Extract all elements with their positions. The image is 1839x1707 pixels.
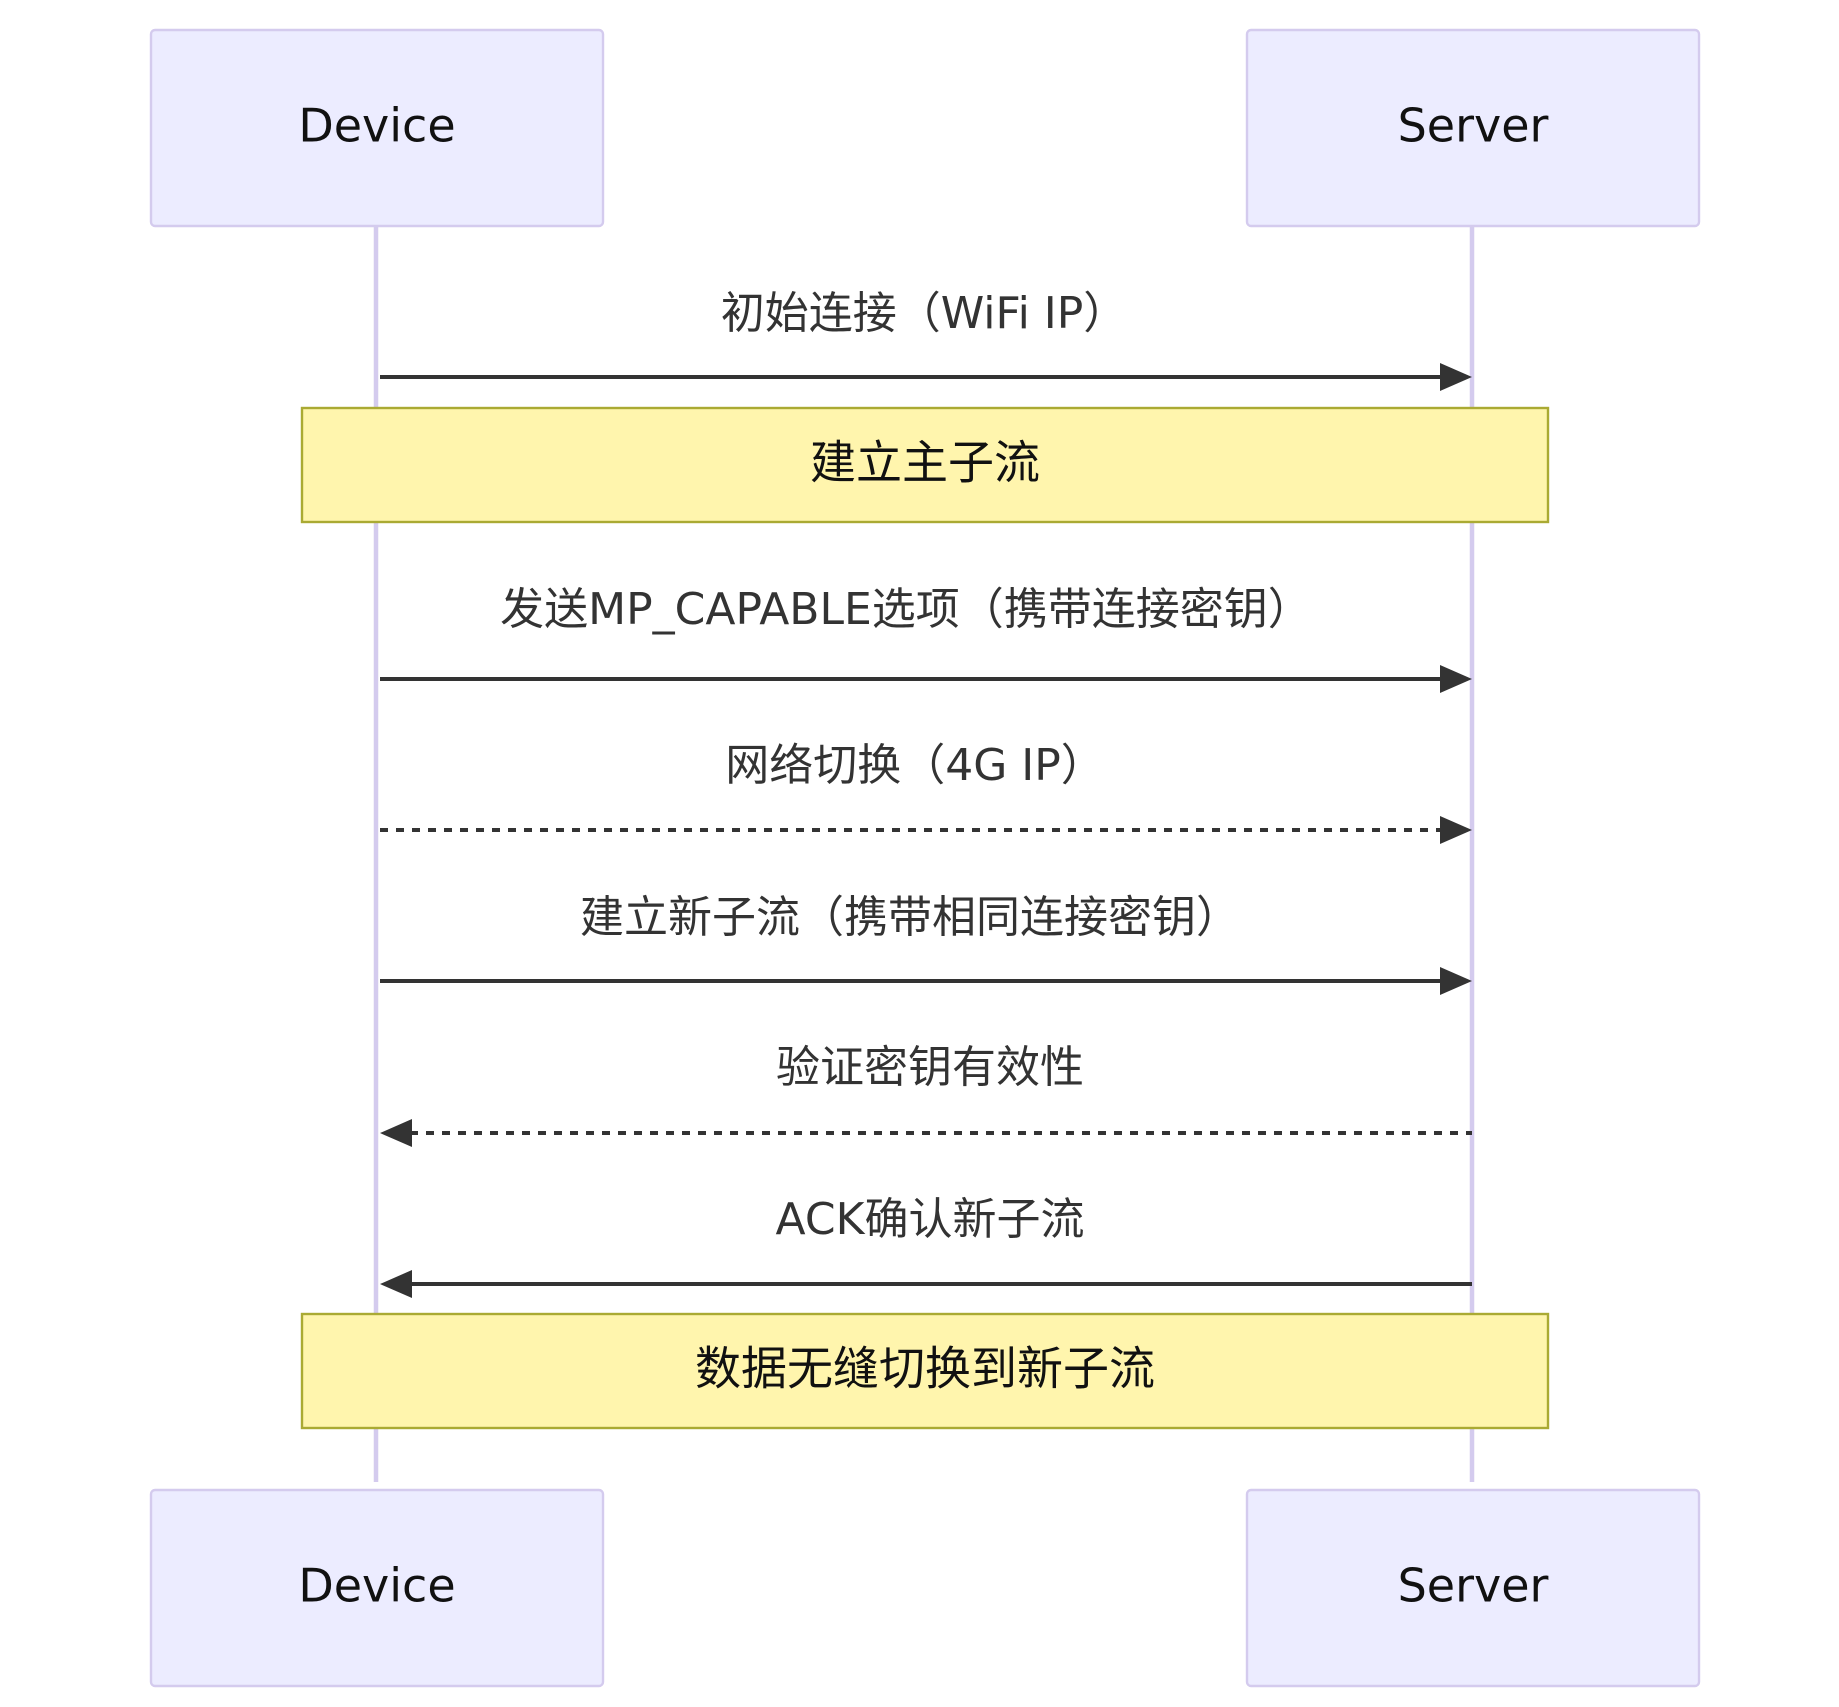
note-main-subflow-label: 建立主子流	[810, 436, 1040, 490]
message-initial-connection-label: 初始连接（WiFi IP）	[721, 288, 1128, 339]
note-seamless-switch: 数据无缝切换到新子流	[300, 1312, 1550, 1430]
arrow-right-icon	[1440, 363, 1472, 391]
server-actor-bottom-label: Server	[1398, 1559, 1549, 1613]
note-main-subflow: 建立主子流	[300, 406, 1550, 524]
device-actor-top-label: Device	[298, 99, 455, 153]
arrow-left-icon	[380, 1270, 412, 1298]
message-mp-capable: 发送MP_CAPABLE选项（携带连接密钥）	[380, 584, 1472, 693]
arrow-right-icon	[1440, 967, 1472, 995]
device-actor-top: Device	[149, 28, 605, 228]
note-seamless-switch-label: 数据无缝切换到新子流	[695, 1342, 1155, 1396]
message-network-switch: 网络切换（4G IP）	[380, 740, 1472, 844]
message-verify-key-label: 验证密钥有效性	[776, 1042, 1084, 1093]
message-initial-connection: 初始连接（WiFi IP）	[380, 288, 1472, 391]
arrow-left-icon	[380, 1119, 412, 1147]
message-new-subflow-label: 建立新子流（携带相同连接密钥）	[580, 892, 1240, 943]
device-actor-bottom-label: Device	[298, 1559, 455, 1613]
arrow-right-icon	[1440, 816, 1472, 844]
message-verify-key: 验证密钥有效性	[380, 1042, 1472, 1147]
server-actor-bottom: Server	[1245, 1488, 1701, 1688]
server-actor-top-label: Server	[1398, 99, 1549, 153]
device-actor-bottom: Device	[149, 1488, 605, 1688]
message-ack-new-subflow: ACK确认新子流	[380, 1194, 1472, 1298]
message-mp-capable-label: 发送MP_CAPABLE选项（携带连接密钥）	[500, 584, 1312, 635]
message-ack-new-subflow-label: ACK确认新子流	[776, 1194, 1085, 1245]
server-actor-top: Server	[1245, 28, 1701, 228]
message-new-subflow: 建立新子流（携带相同连接密钥）	[380, 892, 1472, 995]
message-network-switch-label: 网络切换（4G IP）	[725, 740, 1105, 791]
arrow-right-icon	[1440, 665, 1472, 693]
